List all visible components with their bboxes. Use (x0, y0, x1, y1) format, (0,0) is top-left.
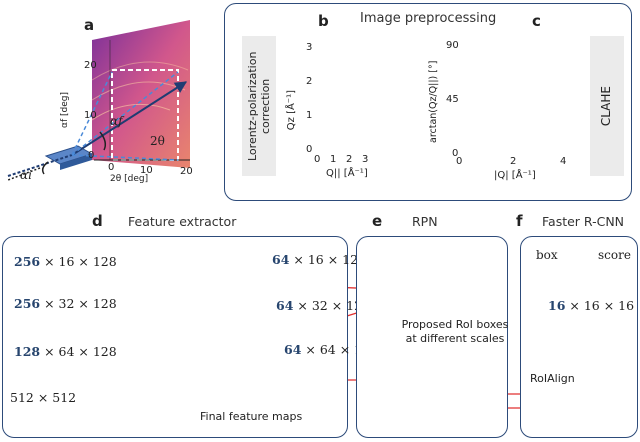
panel-b-xtick-3: 3 (362, 154, 369, 165)
alpha-i-label: αi (20, 168, 32, 182)
backbone-dim-32: 256 × 32 × 128 (14, 296, 117, 311)
panel-c-xtick-4: 4 (560, 156, 567, 167)
panel-d-title: Feature extractor (128, 214, 237, 229)
panel-e-title: RPN (412, 214, 438, 229)
clahe-box: CLAHE (590, 36, 624, 176)
final-feature-maps-caption: Final feature maps (200, 410, 303, 423)
panel-c-xlabel: |Q| [Å⁻¹] (494, 170, 536, 181)
input-dim: 512 × 512 (10, 390, 77, 405)
preprocessing-title: Image preprocessing (360, 11, 497, 26)
panel-e-letter: e (372, 212, 383, 230)
panel-a-xtick-0: 0 (108, 162, 115, 173)
rpn-frame (356, 236, 508, 438)
panel-a-ylabel: αf [deg] (60, 92, 70, 128)
rpn-caption: Proposed RoI boxes at different scales (401, 318, 509, 345)
alpha-f-label: αf (110, 114, 123, 128)
backbone-dim-64: 128 × 64 × 128 (14, 344, 117, 359)
feature-dim-16: 64 × 16 × 128 (272, 252, 367, 267)
panel-a-ytick-0: 0 (88, 150, 95, 161)
feature-extractor-frame (2, 236, 348, 438)
panel-a-ytick-20: 20 (84, 60, 97, 71)
panel-b-ytick-2: 2 (306, 76, 313, 87)
panel-b-xtick-1: 1 (330, 154, 337, 165)
faster-rcnn-frame (520, 236, 638, 438)
detector-image (92, 20, 190, 168)
panel-b-ytick-0: 0 (306, 144, 313, 155)
panel-c-ylabel: arctan(Qz/Q||) [°] (428, 60, 439, 144)
two-theta-label: 2θ (150, 134, 165, 148)
lp-correction-label: Lorentz-polarization correction (246, 51, 272, 161)
lp-correction-box: Lorentz-polarization correction (242, 36, 276, 176)
panel-b-xtick-2: 2 (346, 154, 353, 165)
panel-b-ylabel: Qz [Å⁻¹] (286, 90, 297, 131)
clahe-label: CLAHE (599, 86, 613, 127)
panel-b-ytick-3: 3 (306, 42, 313, 53)
panel-b-xlabel: Q|| [Å⁻¹] (326, 168, 368, 179)
panel-b-ytick-1: 1 (306, 110, 313, 121)
panel-c-letter: c (532, 12, 541, 30)
panel-a-xlabel: 2θ [deg] (110, 174, 149, 184)
panel-a-ytick-10: 10 (84, 110, 97, 121)
backbone-dim-16: 256 × 16 × 128 (14, 254, 117, 269)
panel-d-letter: d (92, 212, 103, 230)
feature-dim-32: 64 × 32 × 128 (276, 298, 371, 313)
panel-c-ytick-0: 0 (452, 148, 459, 159)
panel-c-ytick-45: 45 (446, 94, 459, 105)
panel-c-xtick-2: 2 (510, 156, 517, 167)
panel-c-xtick-0: 0 (456, 156, 463, 167)
output-box-label: box (536, 248, 558, 262)
panel-a-letter: a (84, 16, 95, 34)
panel-f-letter: f (516, 212, 523, 230)
output-score-label: score (598, 248, 631, 262)
panel-f-title: Faster R-CNN (542, 214, 625, 229)
panel-c-ytick-90: 90 (446, 40, 459, 51)
giwaxs-geometry (7, 20, 190, 181)
roialign-label: RoIAlign (530, 372, 575, 385)
panel-b-letter: b (318, 12, 329, 30)
roi-feature-dim: 16 × 16 × 16 (548, 298, 635, 313)
panel-b-xtick-0: 0 (314, 154, 321, 165)
preprocessing-frame (224, 3, 632, 201)
panel-a-xtick-20: 20 (180, 166, 193, 177)
panel-a-xtick-10: 10 (140, 165, 153, 176)
